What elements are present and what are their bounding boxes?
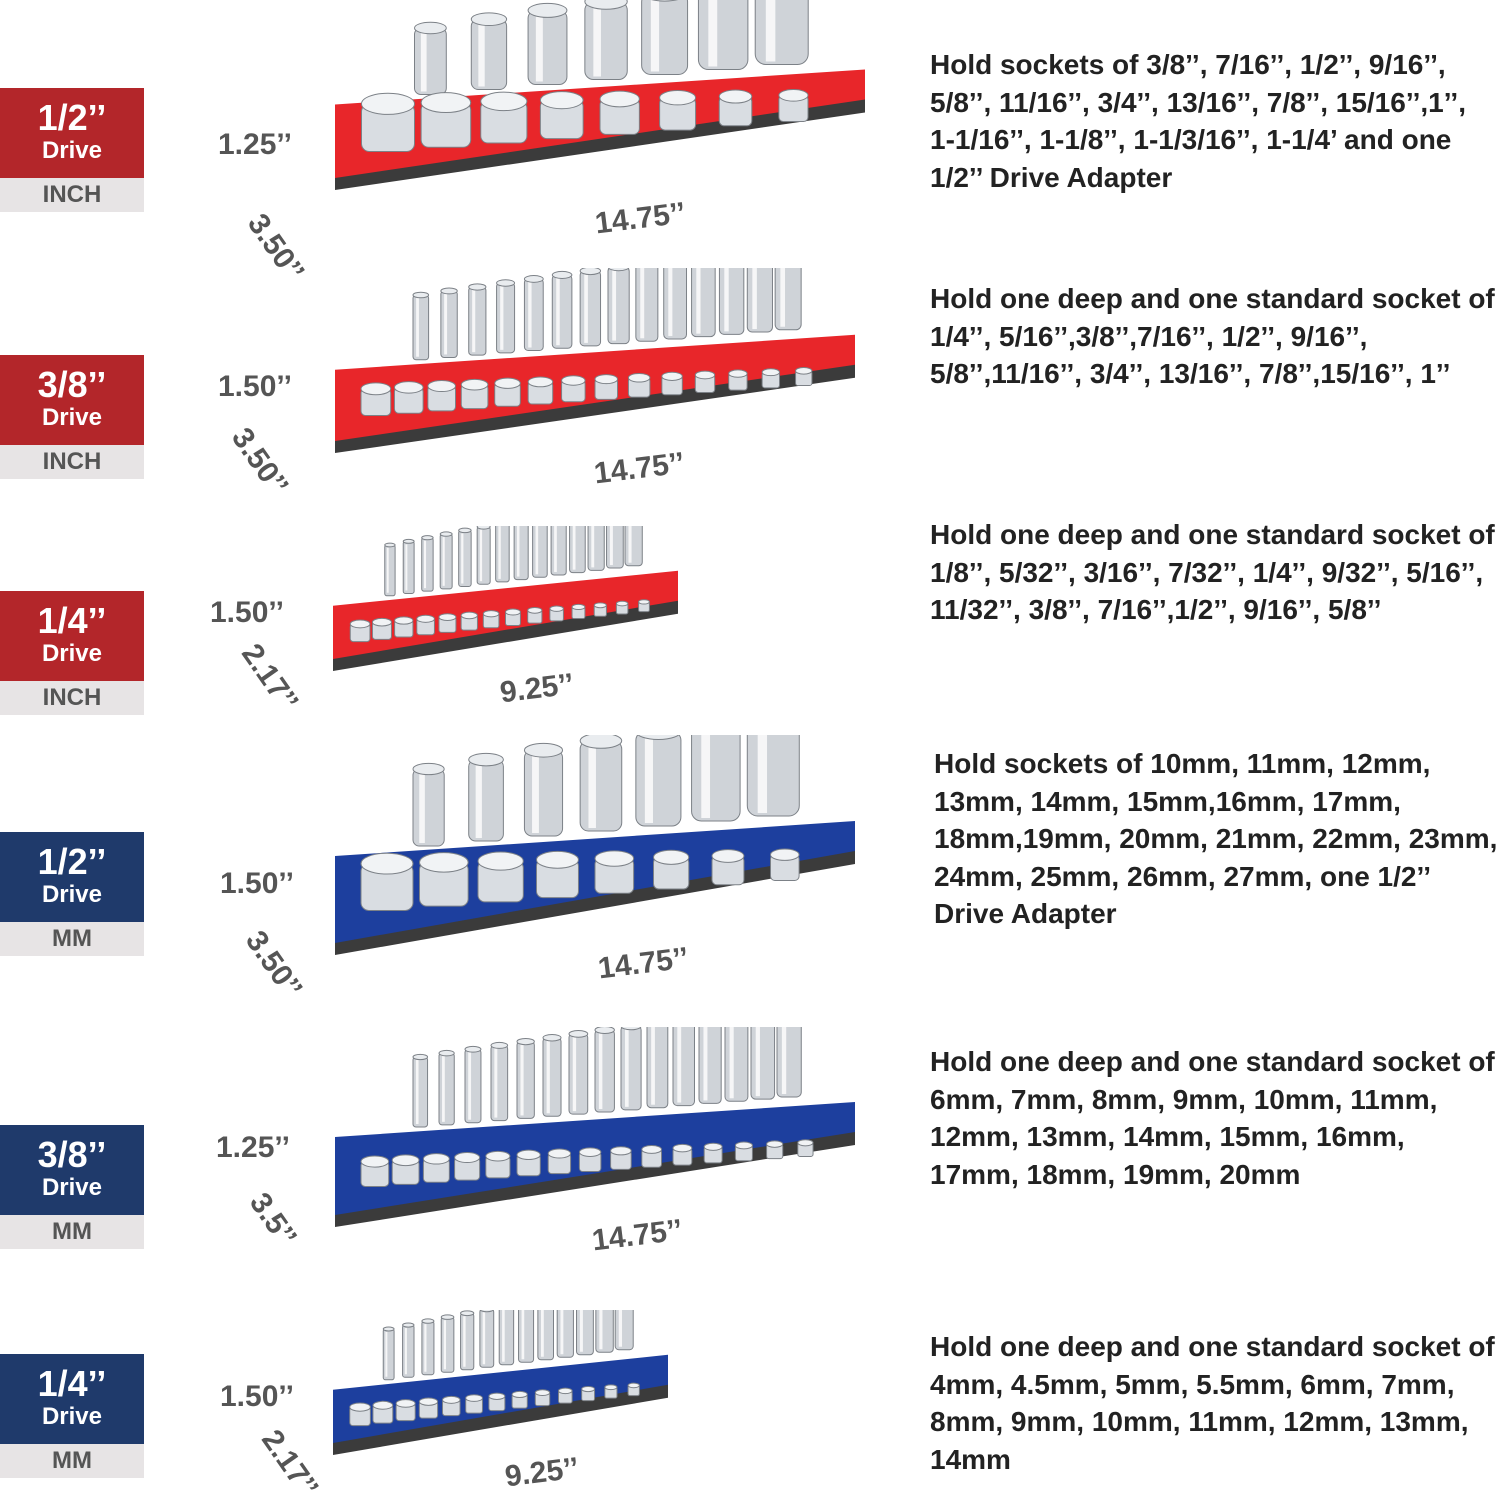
drive-label: Drive (41, 640, 103, 667)
drive-size: 3/8’’ (37, 364, 107, 405)
depth-dimension: 2.17’’ (234, 638, 305, 718)
socket-tray-image (335, 1027, 855, 1227)
drive-size: 3/8’’ (37, 1134, 107, 1175)
drive-label: Drive (41, 1174, 103, 1201)
unit-label: INCH (0, 445, 144, 479)
height-dimension: 1.50’’ (220, 1380, 294, 1413)
description: Hold one deep and one standard socket of… (930, 1046, 1495, 1190)
tray-row-1: 1/2’’Drive INCH 1.25’’ 3.50’’ 14.75’’ Ho… (0, 0, 1499, 288)
socket-tray-image (335, 0, 865, 190)
unit-label: INCH (0, 681, 144, 715)
depth-dimension: 3.5’’ (242, 1187, 303, 1253)
drive-badge: 1/4’’Drive MM (0, 1354, 144, 1478)
drive-badge: 3/8’’Drive MM (0, 1125, 144, 1249)
description: Hold sockets of 10mm, 11mm, 12mm, 13mm, … (934, 748, 1498, 929)
drive-badge: 1/2’’Drive MM (0, 832, 144, 956)
depth-dimension: 2.17’’ (254, 1424, 325, 1504)
height-dimension: 1.25’’ (216, 1131, 290, 1164)
depth-dimension: 3.50’’ (238, 925, 309, 1005)
drive-label: Drive (41, 881, 103, 908)
height-dimension: 1.50’’ (220, 867, 294, 900)
length-dimension: 14.75’’ (593, 196, 688, 241)
unit-label: MM (0, 1215, 144, 1249)
socket-tray-image (333, 1310, 668, 1455)
drive-label: Drive (41, 404, 103, 431)
socket-tray-image (333, 526, 678, 671)
tray-row-2: 3/8’’Drive INCH 1.50’’ 3.50’’ 14.75’’ Ho… (0, 262, 1499, 502)
depth-dimension: 3.50’’ (224, 422, 295, 502)
tray-row-5: 3/8’’Drive MM 1.25’’ 3.5’’ 14.75’’ Hold … (0, 1025, 1499, 1265)
unit-label: MM (0, 922, 144, 956)
length-dimension: 9.25’’ (503, 1451, 581, 1494)
drive-size: 1/2’’ (37, 97, 107, 138)
drive-size: 1/2’’ (37, 841, 107, 882)
socket-tray-image (335, 735, 855, 955)
description: Hold one deep and one standard socket of… (930, 1331, 1495, 1475)
length-dimension: 9.25’’ (498, 667, 576, 710)
height-dimension: 1.25’’ (218, 128, 292, 161)
socket-tray-image (335, 268, 855, 453)
drive-badge: 1/4’’Drive INCH (0, 591, 144, 715)
height-dimension: 1.50’’ (218, 370, 292, 403)
drive-label: Drive (41, 1403, 103, 1430)
drive-badge: 3/8’’Drive INCH (0, 355, 144, 479)
height-dimension: 1.50’’ (210, 596, 284, 629)
drive-label: Drive (41, 137, 103, 164)
description: Hold sockets of 3/8’’, 7/16’’, 1/2’’, 9/… (930, 49, 1466, 193)
drive-size: 1/4’’ (37, 600, 107, 641)
length-dimension: 14.75’’ (592, 446, 687, 491)
unit-label: MM (0, 1444, 144, 1478)
description: Hold one deep and one standard socket of… (930, 283, 1495, 389)
tray-row-6: 1/4’’Drive MM 1.50’’ 2.17’’ 9.25’’ Hold … (0, 1300, 1499, 1504)
description: Hold one deep and one standard socket of… (930, 519, 1495, 625)
drive-badge: 1/2’’Drive INCH (0, 88, 144, 212)
drive-size: 1/4’’ (37, 1363, 107, 1404)
unit-label: INCH (0, 178, 144, 212)
tray-row-3: 1/4’’Drive INCH 1.50’’ 2.17’’ 9.25’’ Hol… (0, 510, 1499, 725)
tray-row-4: 1/2’’Drive MM 1.50’’ 3.50’’ 14.75’’ Hold… (0, 735, 1499, 1005)
